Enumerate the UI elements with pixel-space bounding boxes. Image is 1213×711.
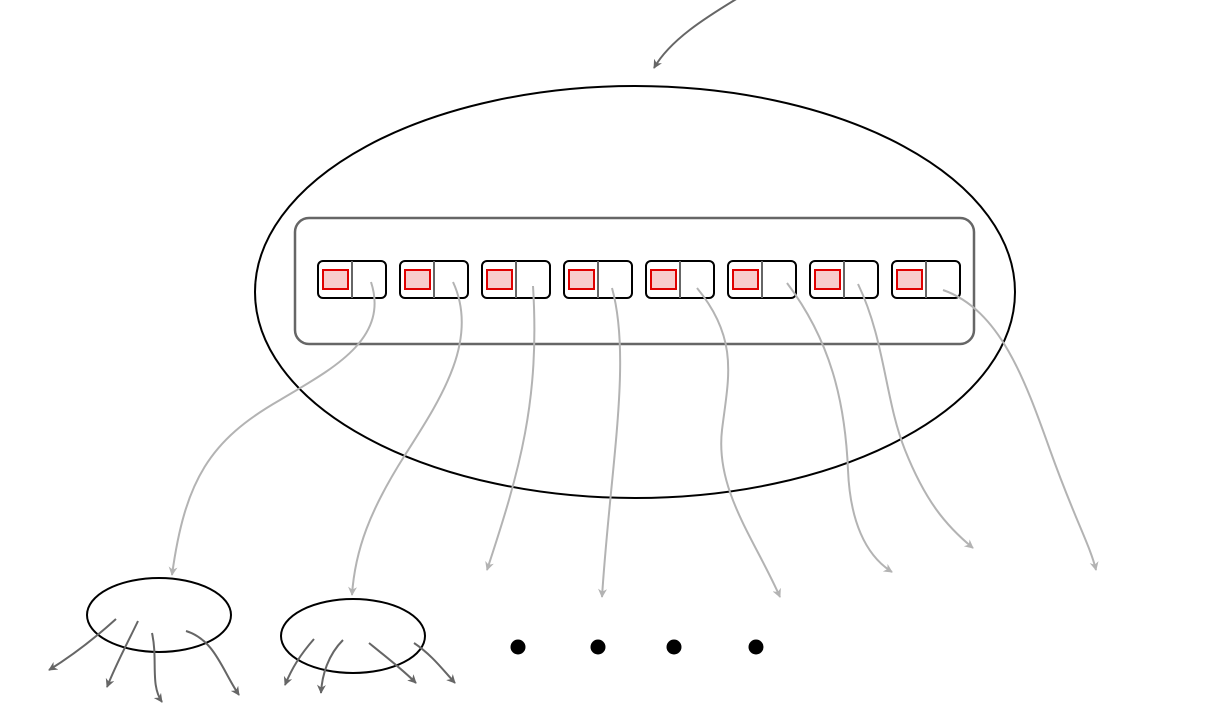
child-arrow — [185, 630, 240, 696]
pointer-arrow — [696, 287, 781, 598]
child-arrow — [316, 639, 344, 694]
entry — [809, 260, 879, 299]
ellipsis-dot — [666, 639, 682, 655]
pointer-arrow — [598, 287, 622, 598]
key-box — [896, 269, 923, 290]
child-pointer-arrows — [168, 281, 1099, 598]
ellipsis-dot — [590, 639, 606, 655]
key-box — [486, 269, 513, 290]
key-box — [568, 269, 595, 290]
root-node-ellipse — [254, 85, 1016, 499]
key-box — [814, 269, 841, 290]
child-arrow — [151, 632, 163, 703]
child-node-1 — [48, 577, 240, 703]
child-arrow — [413, 642, 456, 684]
incoming-pointer-arrow — [653, 0, 737, 69]
entry — [399, 260, 469, 299]
entry-container — [293, 216, 976, 346]
entry — [645, 260, 715, 299]
pointer-arrow — [942, 289, 1099, 571]
key-box — [650, 269, 677, 290]
pointer-arrow — [857, 283, 974, 549]
entry — [727, 260, 797, 299]
child-arrow — [368, 642, 417, 684]
entry — [891, 260, 961, 299]
child-node-ellipse — [86, 577, 232, 653]
key-box — [404, 269, 431, 290]
ellipsis-dots — [510, 639, 764, 655]
child-arrow — [283, 638, 315, 686]
pointer-arrow — [786, 282, 893, 573]
entry — [481, 260, 551, 299]
entry — [563, 260, 633, 299]
entry — [317, 260, 387, 299]
child-arrow — [48, 618, 117, 671]
pointer-arrow — [485, 285, 536, 571]
ellipsis-dot — [748, 639, 764, 655]
pointer-arrow — [348, 281, 463, 596]
child-node-ellipse — [280, 598, 426, 674]
entry-list — [317, 260, 961, 299]
pointer-arrow — [168, 281, 376, 576]
ellipsis-dot — [510, 639, 526, 655]
child-arrow — [105, 620, 139, 688]
child-node-2 — [280, 598, 456, 694]
key-box — [732, 269, 759, 290]
key-box — [322, 269, 349, 290]
